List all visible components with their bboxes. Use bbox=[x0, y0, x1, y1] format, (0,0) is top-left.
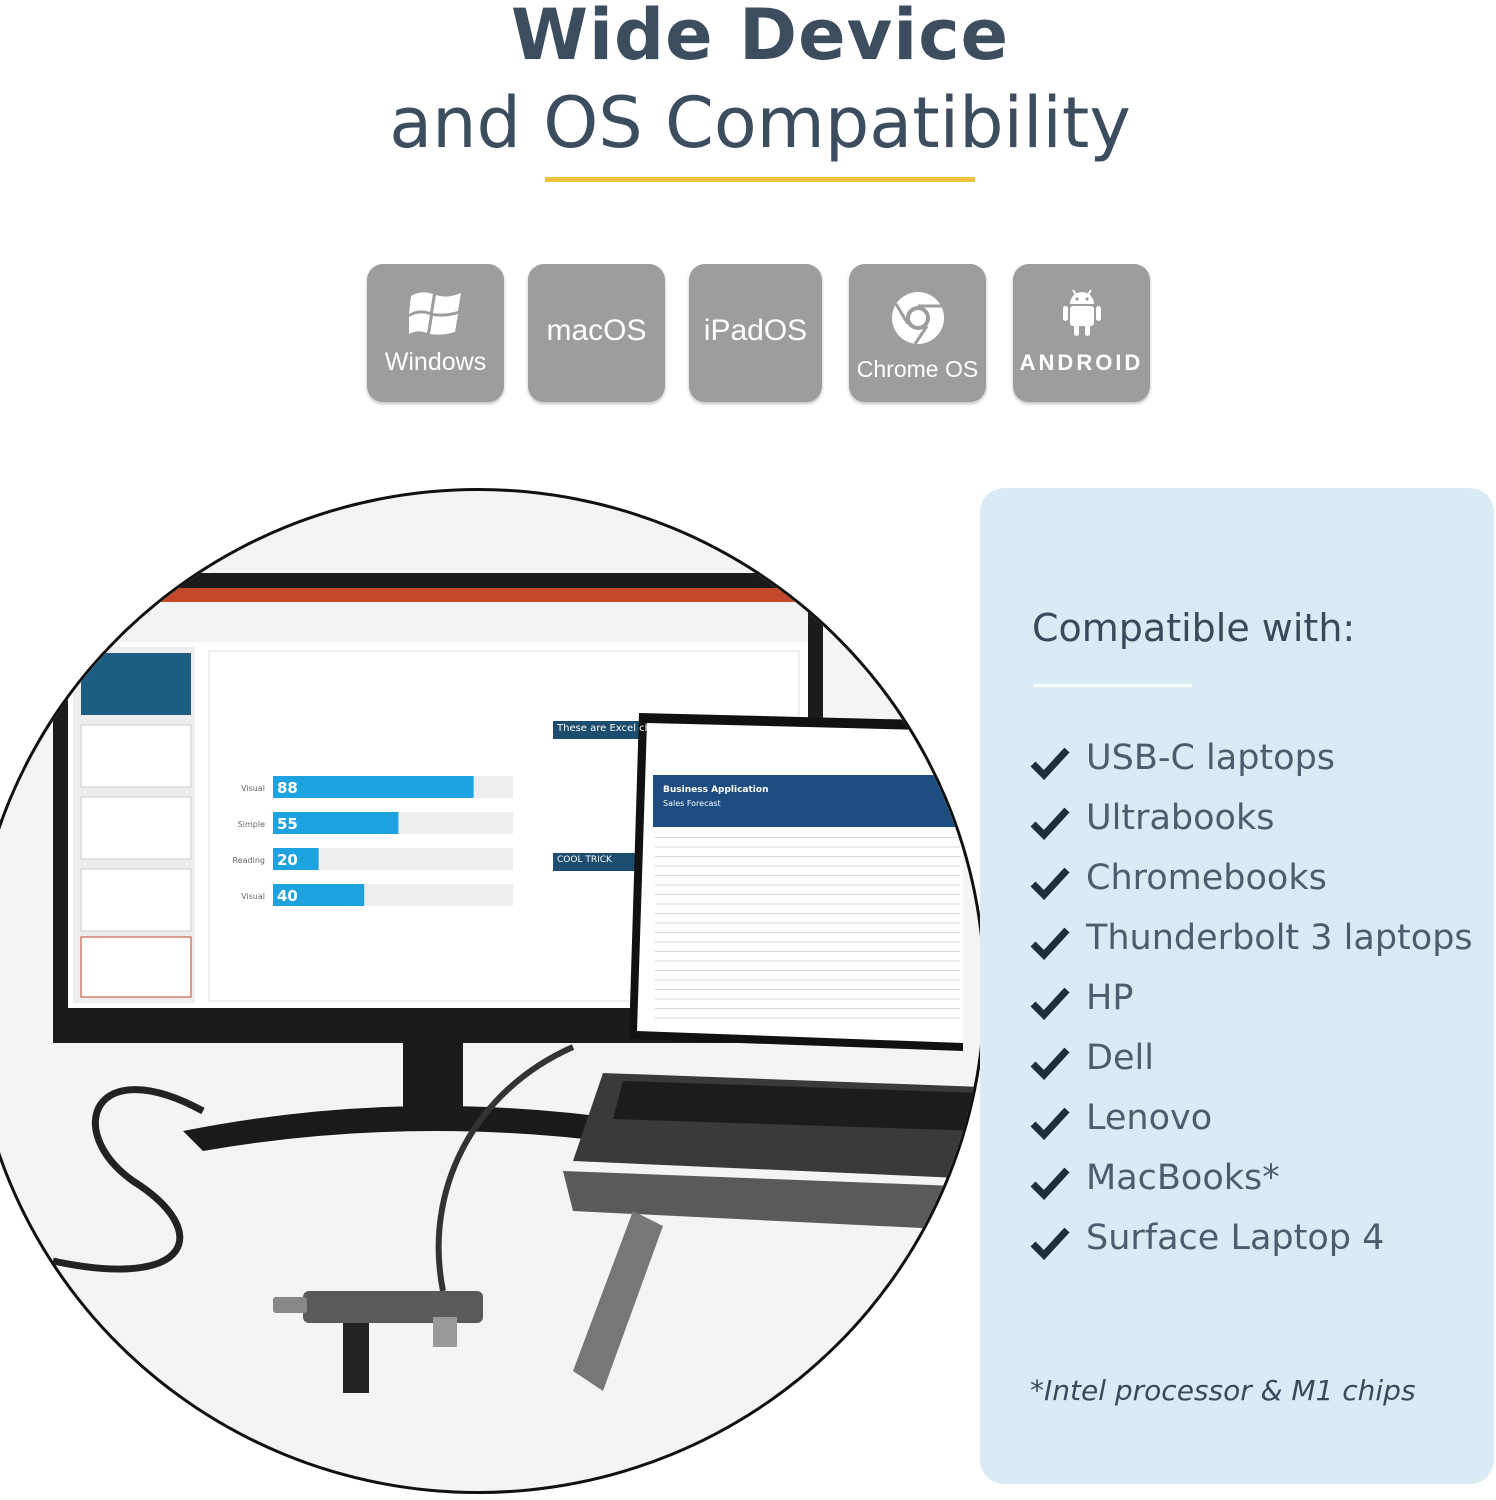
bar-value-label: 88 bbox=[277, 779, 298, 797]
sheet-row-line bbox=[655, 913, 960, 914]
os-tile-ipados: iPadOS bbox=[689, 264, 822, 402]
check-icon bbox=[1030, 927, 1070, 960]
bar-value-label: 20 bbox=[277, 851, 298, 869]
sheet-row-line bbox=[655, 846, 960, 848]
footnote: *Intel processor & M1 chips bbox=[1030, 1374, 1416, 1407]
bar-track bbox=[273, 848, 513, 870]
sheet-row-line bbox=[655, 998, 960, 1000]
os-tile-macos: macOS bbox=[528, 264, 665, 402]
list-item-label: MacBooks* bbox=[1086, 1158, 1280, 1198]
bar bbox=[273, 776, 474, 798]
panel-title: Compatible with: bbox=[1032, 606, 1356, 650]
sheet-row-line bbox=[655, 1008, 960, 1009]
bar-value-label: 55 bbox=[277, 815, 298, 833]
slide-side-heading: These are Excel char bbox=[557, 723, 662, 734]
sheet-row-line bbox=[655, 979, 960, 981]
chrome-icon bbox=[892, 292, 944, 345]
sheet-row-line bbox=[655, 903, 960, 905]
list-item-label: Dell bbox=[1086, 1038, 1154, 1078]
sheet-subtitle: Sales Forecast bbox=[663, 799, 721, 808]
sheet-row-line bbox=[655, 865, 960, 867]
os-label-chromeos: Chrome OS bbox=[856, 356, 979, 382]
sheet-row-line bbox=[655, 884, 960, 886]
os-tile-windows: Windows bbox=[367, 264, 504, 402]
sheet-row-line bbox=[655, 922, 960, 924]
slide-cool-trick: COOL TRICK bbox=[557, 855, 612, 865]
list-item-label: Lenovo bbox=[1086, 1098, 1213, 1138]
list-item-label: Chromebooks bbox=[1086, 858, 1327, 898]
os-label-android: ANDROID bbox=[1019, 350, 1144, 375]
list-item-label: Surface Laptop 4 bbox=[1086, 1218, 1385, 1258]
bar-category-label: Simple bbox=[238, 820, 265, 829]
os-label-windows: Windows bbox=[384, 348, 487, 376]
bar bbox=[273, 848, 319, 870]
sheet-row-line bbox=[655, 951, 960, 952]
list-item-label: USB-C laptops bbox=[1086, 738, 1336, 778]
bar bbox=[273, 884, 365, 906]
os-label-ipados: iPadOS bbox=[703, 314, 808, 347]
sheet-title: Business Application bbox=[663, 785, 769, 795]
check-icon bbox=[1030, 747, 1070, 780]
os-tile-android: ANDROID bbox=[1013, 264, 1150, 402]
sheet-row-line bbox=[655, 894, 960, 895]
sheet-row-line bbox=[655, 970, 960, 971]
panel-divider bbox=[1034, 684, 1192, 687]
check-icon bbox=[1030, 1107, 1070, 1140]
list-item-label: Thunderbolt 3 laptops bbox=[1086, 918, 1473, 958]
sheet-row-line bbox=[655, 932, 960, 933]
check-icon bbox=[1030, 987, 1070, 1020]
sheet-row-line bbox=[655, 941, 960, 943]
android-icon bbox=[1063, 289, 1101, 336]
check-icon bbox=[1030, 807, 1070, 840]
os-label-macos: macOS bbox=[546, 314, 647, 347]
list-item-label: HP bbox=[1086, 978, 1134, 1018]
sheet-row-line bbox=[655, 837, 960, 838]
title-underline bbox=[545, 177, 975, 182]
bar-value-label: 40 bbox=[277, 887, 298, 905]
list-item-label: Ultrabooks bbox=[1086, 798, 1275, 838]
sheet-row-line bbox=[655, 856, 960, 857]
check-icon bbox=[1030, 1047, 1070, 1080]
bar-category-label: Visual bbox=[241, 784, 265, 793]
bar-category-label: Reading bbox=[233, 856, 265, 865]
bar bbox=[273, 812, 399, 834]
sheet-row-line bbox=[655, 989, 960, 990]
page-title-line2: and OS Compatibility bbox=[389, 82, 1131, 164]
sheet-row-line bbox=[655, 1017, 960, 1019]
sheet-row-line bbox=[655, 960, 960, 962]
os-tile-chromeos: Chrome OS bbox=[849, 264, 986, 402]
bar-category-label: Visual bbox=[241, 892, 265, 901]
check-icon bbox=[1030, 1227, 1070, 1260]
sheet-row-line bbox=[655, 875, 960, 876]
check-icon bbox=[1030, 1167, 1070, 1200]
windows-icon bbox=[409, 292, 461, 335]
page-title-line1: Wide Device bbox=[510, 0, 1010, 76]
check-icon bbox=[1030, 867, 1070, 900]
